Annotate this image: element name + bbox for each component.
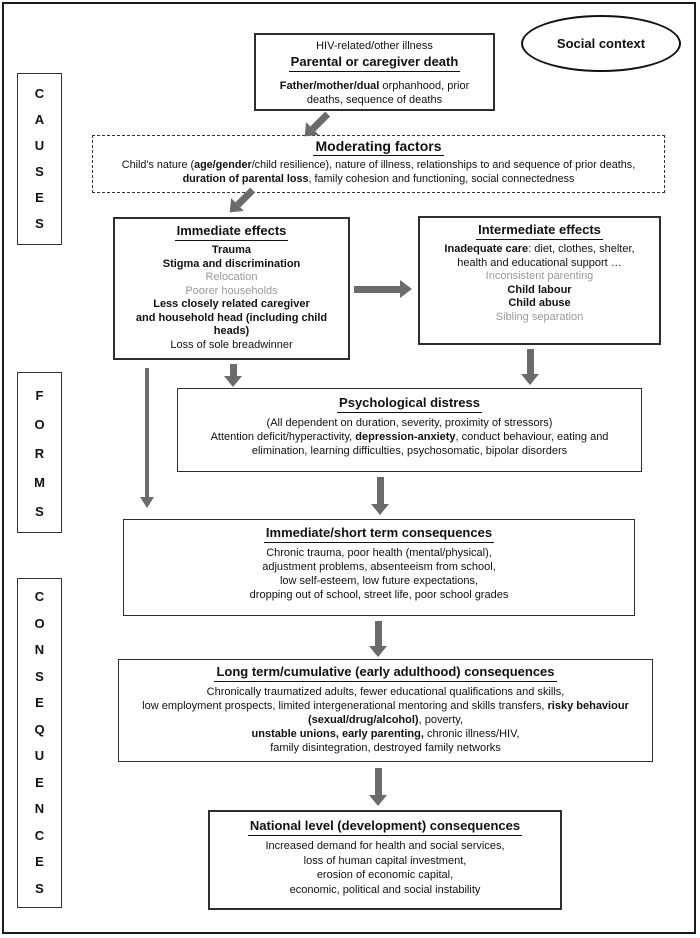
text-line: erosion of economic capital, (316, 869, 454, 881)
short-term-consequences-box: Immediate/short term consequences Chroni… (123, 519, 635, 616)
text-line: Father/mother/dual orphanhood, prior (279, 80, 470, 92)
stacked-letter: N (34, 801, 45, 816)
parental-death-box: HIV-related/other illness Parental or ca… (254, 33, 495, 111)
right-arrow-icon (354, 280, 412, 298)
text-line: deaths, sequence of deaths (306, 93, 443, 106)
text-line: Sibling separation (495, 310, 584, 323)
stacked-letter: N (34, 642, 45, 657)
psychological-distress-title: Psychological distress (337, 395, 482, 413)
long-term-consequences-box: Long term/cumulative (early adulthood) c… (118, 659, 653, 762)
stacked-letter: E (35, 190, 44, 205)
text-line: loss of human capital investment, (303, 854, 467, 867)
stacked-letter: C (34, 86, 45, 101)
national-consequences-body: Increased demand for health and social s… (214, 839, 556, 897)
stacked-letter: S (35, 504, 44, 519)
stacked-letter: C (34, 827, 45, 843)
text-line: Trauma (211, 244, 252, 256)
text-line: dropping out of school, street life, poo… (249, 589, 509, 601)
intermediate-effects-body: Inadequate care: diet, clothes, shelter,… (424, 243, 655, 324)
social-context-ellipse: Social context (521, 15, 681, 72)
moderating-factors-box: Moderating factors Child's nature (age/g… (92, 135, 665, 193)
text-line: Chronically traumatized adults, fewer ed… (206, 686, 565, 698)
psychological-distress-box: Psychological distress (All dependent on… (177, 388, 642, 472)
text-line: Inconsistent parenting (485, 270, 594, 282)
long-down-arrow-icon (139, 368, 155, 508)
stacked-letter: M (34, 475, 45, 490)
text-line: Less closely related caregiver (153, 298, 310, 310)
moderating-factors-title: Moderating factors (313, 138, 444, 156)
intermediate-effects-box: Intermediate effects Inadequate care: di… (418, 216, 661, 345)
text-line: Child abuse (508, 297, 571, 309)
stacked-letter: A (34, 112, 45, 127)
stacked-letter: E (35, 695, 44, 710)
moderating-factors-body: Child's nature (age/gender/child resilie… (96, 159, 661, 186)
text-line: adjustment problems, absenteeism from sc… (262, 561, 496, 573)
text-line: Stigma and discrimination (162, 257, 301, 270)
text-line: health and educational support … (457, 256, 622, 269)
text-line: Attention deficit/hyperactivity, depress… (210, 431, 609, 443)
long-term-consequences-title: Long term/cumulative (early adulthood) c… (214, 664, 557, 682)
down-arrow-icon (369, 768, 387, 806)
text-line: and household head (including child (135, 311, 328, 324)
text-line: Inadequate care: diet, clothes, shelter, (444, 243, 635, 255)
social-context-label: Social context (556, 36, 646, 51)
text-line: Poorer households (185, 284, 278, 297)
text-line: elimination, learning difficulties, psyc… (251, 445, 568, 457)
down-arrow-icon (521, 349, 539, 385)
text-line: Chronic trauma, poor health (mental/phys… (266, 547, 492, 559)
stacked-letter: C (34, 589, 45, 604)
down-arrow-icon (369, 621, 387, 657)
national-consequences-box: National level (development) consequence… (208, 810, 562, 910)
stacked-letter: E (35, 854, 44, 869)
stacked-letter: O (34, 615, 45, 631)
text-line: (All dependent on duration, severity, pr… (266, 417, 553, 429)
text-line: Child's nature (age/gender/child resilie… (121, 159, 636, 171)
stacked-letter: E (35, 774, 44, 790)
text-line: Child labour (507, 283, 572, 296)
long-term-consequences-body: Chronically traumatized adults, fewer ed… (121, 685, 650, 755)
text-line: (sexual/drug/alcohol), poverty, (307, 714, 464, 726)
text-line: low employment prospects, limited interg… (142, 700, 629, 712)
text-line: unstable unions, early parenting, chroni… (251, 728, 520, 740)
stacked-letter: Q (34, 721, 45, 737)
parental-death-subtitle: HIV-related/other illness (316, 40, 433, 52)
down-arrow-icon (224, 364, 242, 387)
stacked-letter: U (34, 138, 45, 153)
psychological-distress-body: (All dependent on duration, severity, pr… (182, 416, 637, 458)
immediate-effects-title: Immediate effects (174, 223, 289, 241)
text-line: Increased demand for health and social s… (265, 840, 505, 852)
text-line: Relocation (205, 271, 258, 283)
down-arrow-icon (371, 477, 389, 515)
stacked-letter: R (34, 446, 45, 461)
stacked-letter: S (35, 164, 44, 179)
stacked-letter: S (35, 216, 44, 231)
text-line: heads) (213, 325, 250, 337)
stacked-letter: O (34, 417, 45, 432)
parental-death-title: Parental or caregiver death (288, 54, 461, 72)
short-term-consequences-title: Immediate/short term consequences (263, 525, 495, 543)
short-term-consequences-body: Chronic trauma, poor health (mental/phys… (128, 546, 630, 602)
text-line: family disintegration, destroyed family … (270, 742, 501, 754)
intermediate-effects-title: Intermediate effects (476, 222, 603, 240)
text-line: duration of parental loss, family cohesi… (182, 172, 575, 185)
text-line: Loss of sole breadwinner (170, 338, 293, 351)
national-consequences-title: National level (development) consequence… (247, 818, 523, 836)
stacked-letter: U (34, 748, 45, 763)
stacked-letter: F (35, 388, 44, 403)
text-line: economic, political and social instabili… (289, 883, 481, 896)
text-line: low self-esteem, low future expectations… (279, 575, 479, 587)
stacked-letter: S (35, 880, 44, 896)
stacked-letter: S (35, 668, 44, 684)
